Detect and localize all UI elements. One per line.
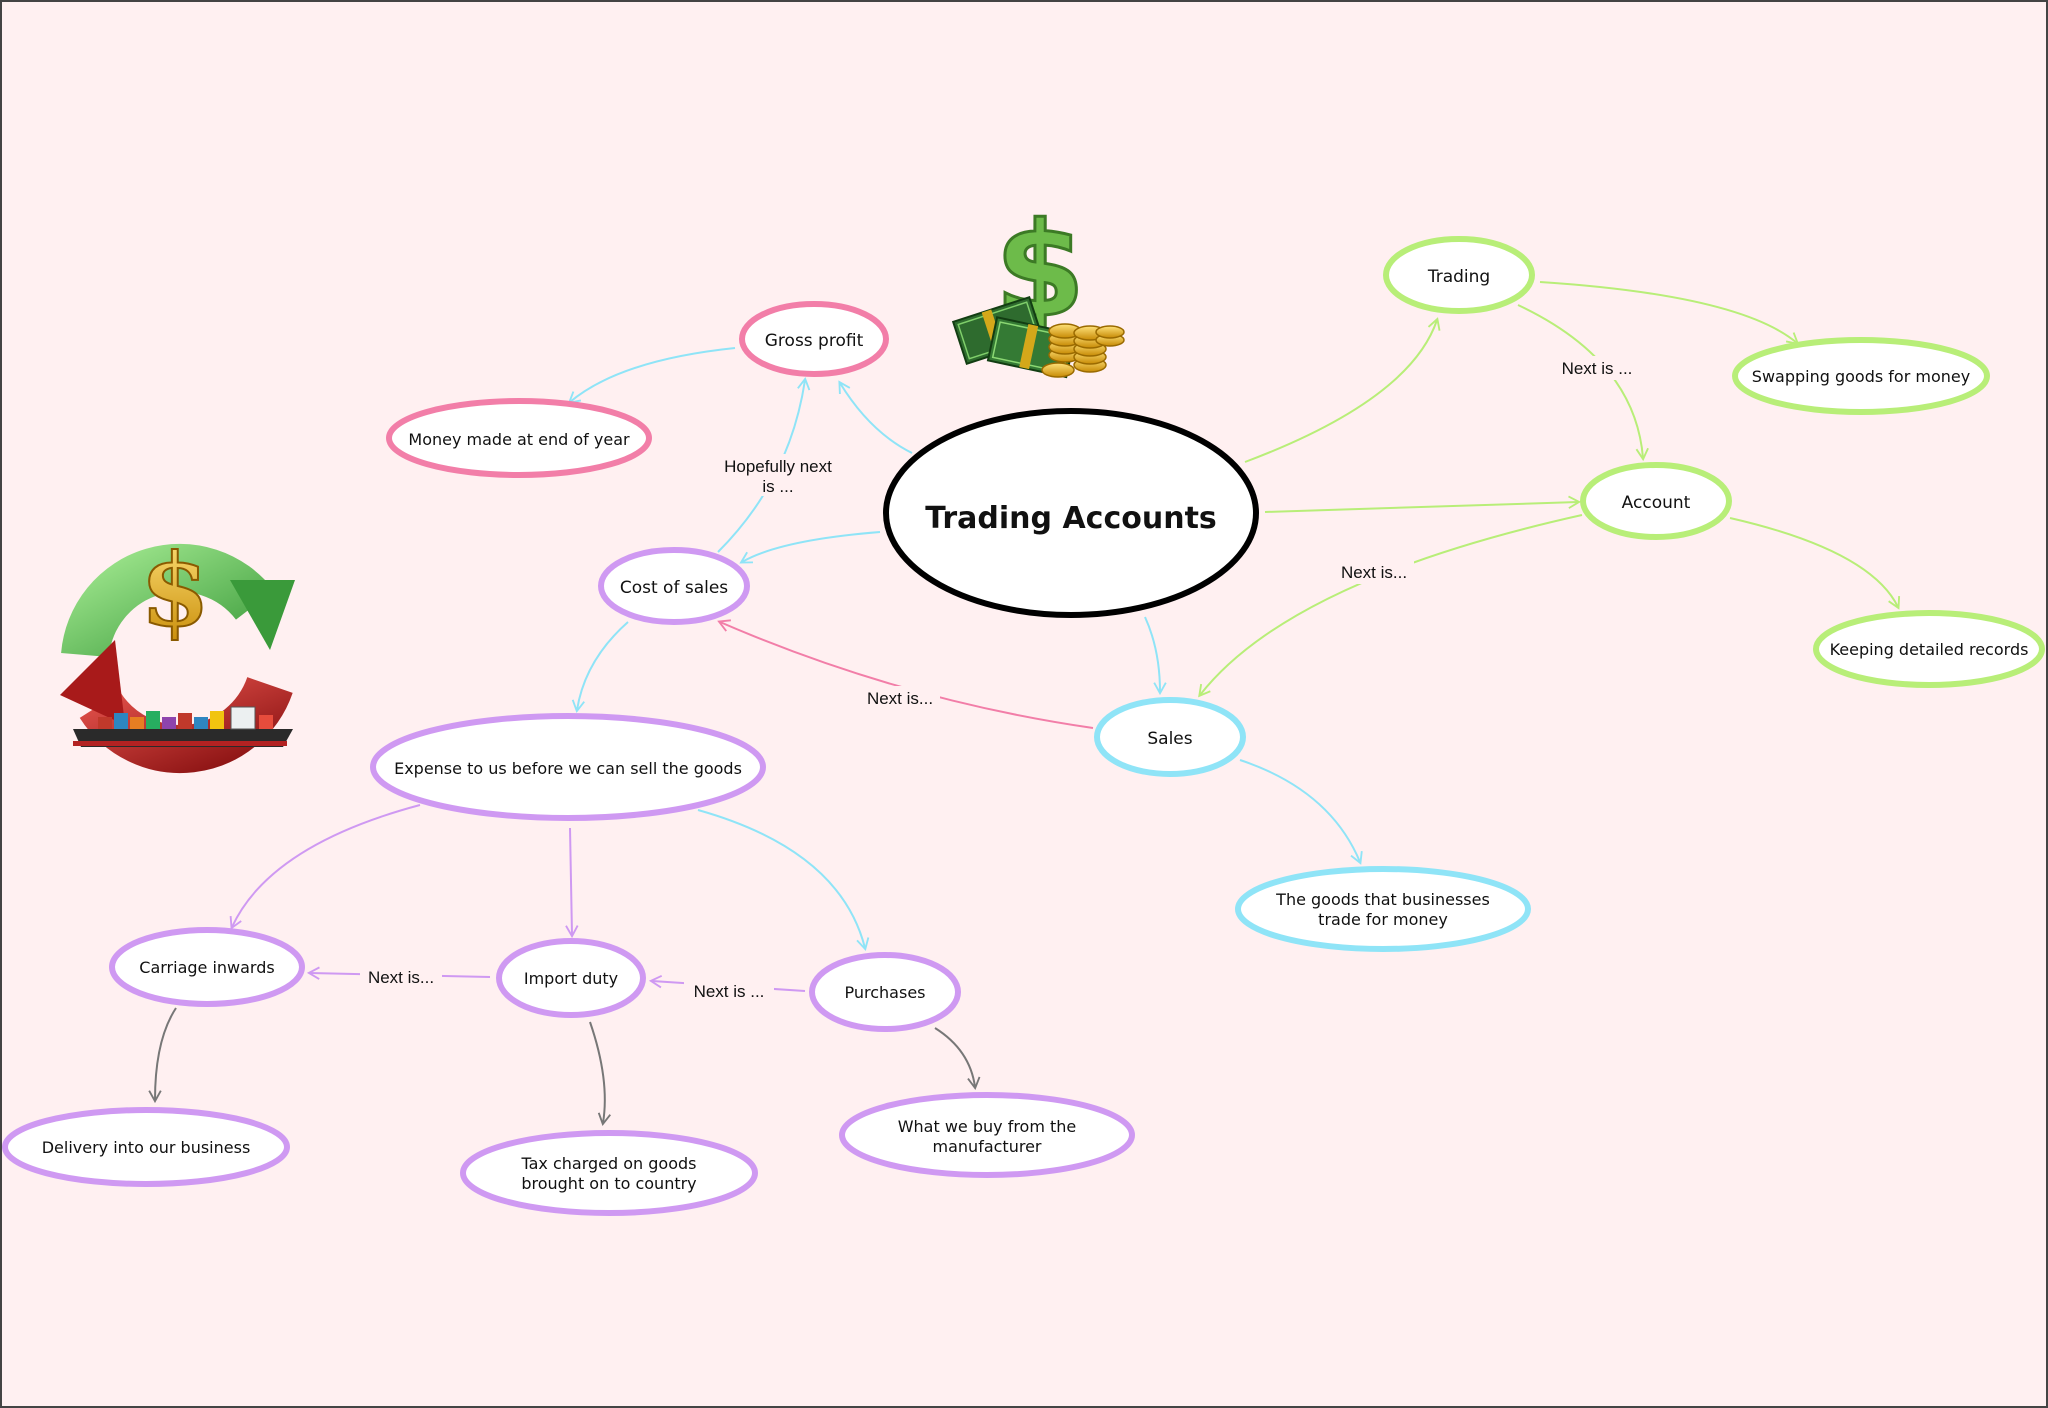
node-swapping[interactable]: Swapping goods for money	[1732, 337, 1990, 415]
edge-account-sales	[1198, 514, 1583, 698]
node-what-we-buy-line-1: What we buy from the	[898, 1117, 1077, 1136]
node-trading-label: Trading	[1427, 267, 1490, 287]
node-goods-trade-line-2: trade for money	[1318, 910, 1448, 929]
edge-label-next-is-import-text: Next is ...	[694, 982, 765, 1001]
edge-central-sales	[1144, 616, 1167, 696]
node-cost-of-sales-label: Cost of sales	[620, 578, 728, 598]
node-what-we-buy[interactable]: What we buy from the manufacturer	[839, 1092, 1135, 1178]
nodes: Trading Accounts Gross profit Money made…	[2, 236, 2045, 1216]
node-purchases-label: Purchases	[845, 983, 926, 1002]
node-swapping-label: Swapping goods for money	[1752, 367, 1970, 386]
edge-label-hopefully-next-line-1: Hopefully next	[724, 457, 832, 476]
edge-label-next-is-sales-text: Next is...	[867, 689, 933, 708]
edge-expense-carriage	[229, 804, 421, 930]
edge-label-next-is-carriage: Next is...	[360, 965, 442, 989]
node-sales-label: Sales	[1147, 729, 1192, 749]
edge-carriage-delivery	[148, 1007, 177, 1104]
edge-expense-import	[565, 827, 579, 939]
node-goods-trade-line-1: The goods that businesses	[1275, 890, 1490, 909]
node-trading[interactable]: Trading	[1383, 236, 1535, 314]
node-keeping-records[interactable]: Keeping detailed records	[1813, 610, 2045, 688]
node-expense-label: Expense to us before we can sell the goo…	[394, 759, 742, 778]
edge-label-next-is-import: Next is ...	[684, 979, 774, 1003]
edge-label-hopefully-next: Hopefully next is ...	[718, 454, 838, 496]
edge-labels: Hopefully next is ... Next is... Next is…	[360, 356, 1642, 1003]
edge-label-next-is-carriage-text: Next is...	[368, 968, 434, 987]
node-carriage-inwards[interactable]: Carriage inwards	[109, 927, 305, 1007]
node-gross-profit[interactable]: Gross profit	[739, 301, 889, 377]
node-tax-charged-line-2: brought on to country	[521, 1174, 696, 1193]
svg-text:$: $	[140, 531, 210, 649]
node-delivery[interactable]: Delivery into our business	[2, 1107, 290, 1187]
edge-label-next-is-sales: Next is...	[860, 686, 940, 710]
node-account-label: Account	[1622, 493, 1691, 513]
edge-trading-swapping	[1539, 281, 1800, 345]
edge-account-keeping	[1729, 517, 1901, 610]
node-money-made[interactable]: Money made at end of year	[386, 398, 652, 478]
node-sales[interactable]: Sales	[1094, 697, 1246, 777]
edge-label-next-is-account: Next is...	[1334, 560, 1414, 584]
edge-expense-purchases	[697, 809, 870, 951]
edge-purchases-whatwebuy	[934, 1027, 981, 1091]
node-import-duty-label: Import duty	[524, 969, 618, 988]
edge-central-cost-of-sales	[739, 531, 881, 564]
node-goods-trade[interactable]: The goods that businesses trade for mone…	[1235, 866, 1531, 952]
node-expense[interactable]: Expense to us before we can sell the goo…	[370, 713, 766, 821]
node-purchases[interactable]: Purchases	[809, 952, 961, 1032]
trade-cycle-ship-icon: $	[60, 530, 295, 774]
edge-label-next-is-account-text: Next is...	[1341, 563, 1407, 582]
node-central[interactable]: Trading Accounts	[883, 408, 1259, 618]
node-carriage-inwards-label: Carriage inwards	[139, 958, 274, 977]
edge-central-trading	[1244, 317, 1441, 463]
edge-gross-profit-money-made	[567, 347, 736, 404]
edge-label-next-is-trading: Next is ...	[1552, 356, 1642, 380]
node-import-duty[interactable]: Import duty	[496, 938, 646, 1018]
node-what-we-buy-line-2: manufacturer	[933, 1137, 1042, 1156]
node-delivery-label: Delivery into our business	[42, 1138, 251, 1157]
node-money-made-label: Money made at end of year	[408, 430, 630, 449]
edge-central-account	[1264, 495, 1582, 513]
node-keeping-records-label: Keeping detailed records	[1830, 640, 2029, 659]
edge-cost-expense	[571, 621, 629, 714]
node-account[interactable]: Account	[1580, 462, 1732, 540]
node-tax-charged-line-1: Tax charged on goods	[520, 1154, 696, 1173]
edge-label-hopefully-next-line-2: is ...	[762, 477, 793, 496]
central-title: Trading Accounts	[925, 501, 1217, 536]
edge-sales-goods-trade	[1239, 759, 1363, 865]
edge-import-tax	[589, 1021, 611, 1127]
edge-central-gross-profit	[838, 380, 913, 454]
edge-label-next-is-trading-text: Next is ...	[1562, 359, 1633, 378]
node-tax-charged[interactable]: Tax charged on goods brought on to count…	[460, 1130, 758, 1216]
money-stack-dollar-icon: $	[951, 193, 1125, 379]
node-gross-profit-label: Gross profit	[765, 331, 864, 351]
node-cost-of-sales[interactable]: Cost of sales	[598, 547, 750, 625]
